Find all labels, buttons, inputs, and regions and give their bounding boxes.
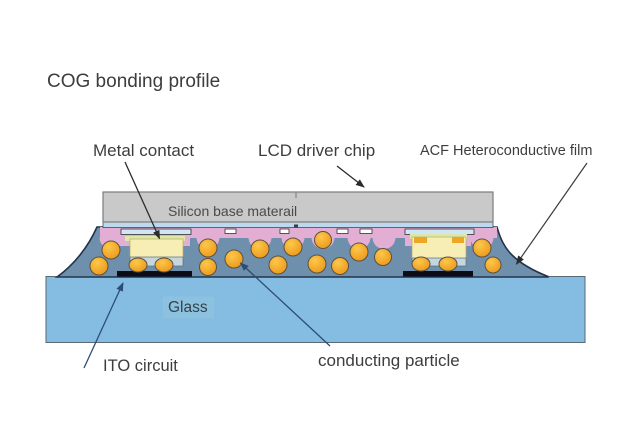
metal-contact-arrow [124, 161, 161, 240]
pink-scallop-bump [372, 237, 396, 249]
lcd-driver-chip-arrow [336, 165, 365, 188]
conducting-particle [307, 254, 327, 274]
acf-pink-layer [100, 227, 497, 238]
conducting-particle [314, 231, 332, 249]
label-lcd-driver-chip: LCD driver chip [258, 141, 376, 160]
silicon-chip [102, 191, 494, 223]
ito-bar-left [117, 271, 192, 277]
conducting-particle [349, 242, 369, 262]
label-acf-film: ACF Heteroconductive film [420, 143, 593, 159]
acf-film-arrow [515, 162, 588, 265]
glass-label-highlight [163, 296, 214, 319]
label-silicon-base: Silicon base materail [168, 203, 298, 219]
chip-pad-slots-small [224, 228, 373, 234]
conducting-particle [411, 256, 431, 272]
ito-bar-right [403, 271, 473, 277]
conducting-particle [89, 256, 109, 276]
conducting-particle [472, 238, 492, 258]
label-metal-contact: Metal contact [93, 141, 195, 160]
conducting-particle [484, 256, 502, 274]
glass-substrate [45, 276, 586, 343]
conducting-particle [268, 255, 288, 275]
chip-underside-notch [294, 224, 298, 228]
conducting-particle [154, 257, 174, 273]
label-conducting-particle: conducting particle [318, 351, 460, 370]
chip-pad-slot-right [404, 228, 475, 235]
conducting-particle [101, 240, 121, 260]
page-title: COG bonding profile [47, 71, 221, 92]
conducting-particle-arrow [239, 262, 331, 347]
particles-layer [89, 231, 502, 276]
conducting-particle [438, 256, 458, 272]
ito-circuit-arrow [83, 282, 124, 369]
conducting-particle [224, 249, 244, 269]
conducting-particle [250, 239, 270, 259]
conducting-particle [199, 258, 217, 276]
conducting-particle [331, 257, 349, 275]
conducting-particle [374, 248, 392, 266]
conducting-particle [128, 257, 148, 273]
conducting-particle [198, 238, 218, 258]
label-ito-circuit: ITO circuit [103, 357, 178, 375]
conducting-particle [283, 237, 303, 257]
label-glass: Glass [168, 299, 208, 316]
